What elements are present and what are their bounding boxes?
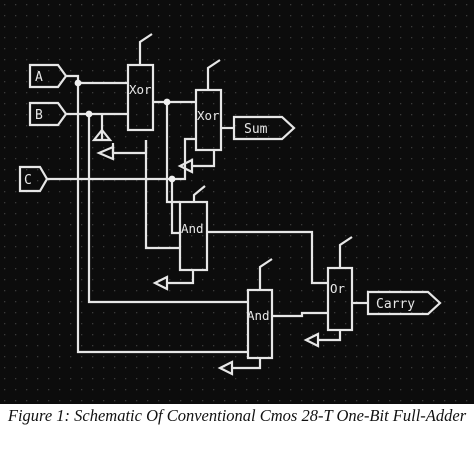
wire-xor1-out <box>153 100 196 204</box>
figure-caption: Figure 1: Schematic Of Conventional Cmos… <box>7 406 467 425</box>
or-gate-label: Or <box>330 281 346 296</box>
wire-and2-out <box>272 311 328 318</box>
xor-gate-1-label: Xor <box>129 82 152 97</box>
and-gate-1-label: And <box>181 221 204 236</box>
wire-and1-feedback <box>144 140 195 285</box>
output-sum-label: Sum <box>244 122 268 137</box>
input-b: B <box>28 101 68 127</box>
wire-b <box>66 112 248 304</box>
schematic-canvas: A B C <box>0 0 474 404</box>
wire-xor2-feedback <box>192 150 216 168</box>
input-c-label: C <box>24 173 32 188</box>
output-carry-label: Carry <box>376 297 415 312</box>
and-gate-1: And <box>178 185 209 272</box>
input-b-label: B <box>35 108 43 123</box>
wire-or-feedback <box>318 330 342 342</box>
junction-dots <box>74 79 176 183</box>
xor-gate-2: Xor <box>194 59 223 152</box>
output-carry: Carry <box>352 290 442 316</box>
or-gate: Or <box>326 236 354 332</box>
input-c: C <box>18 165 49 193</box>
and-gate-2-label: And <box>247 308 270 323</box>
feedback-arrows <box>91 128 320 376</box>
grid-dots <box>0 0 474 404</box>
xor-gate-2-label: Xor <box>197 108 220 123</box>
wire-a <box>66 74 248 354</box>
input-a: A <box>28 63 68 89</box>
xor-gate-1: Xor <box>126 33 155 132</box>
output-sum: Sum <box>221 115 296 141</box>
input-a-label: A <box>35 70 43 85</box>
and-gate-2: And <box>246 258 274 360</box>
wire-and1-out <box>207 230 328 285</box>
wire-and2-feedback <box>232 358 262 370</box>
wire-c <box>47 137 196 235</box>
